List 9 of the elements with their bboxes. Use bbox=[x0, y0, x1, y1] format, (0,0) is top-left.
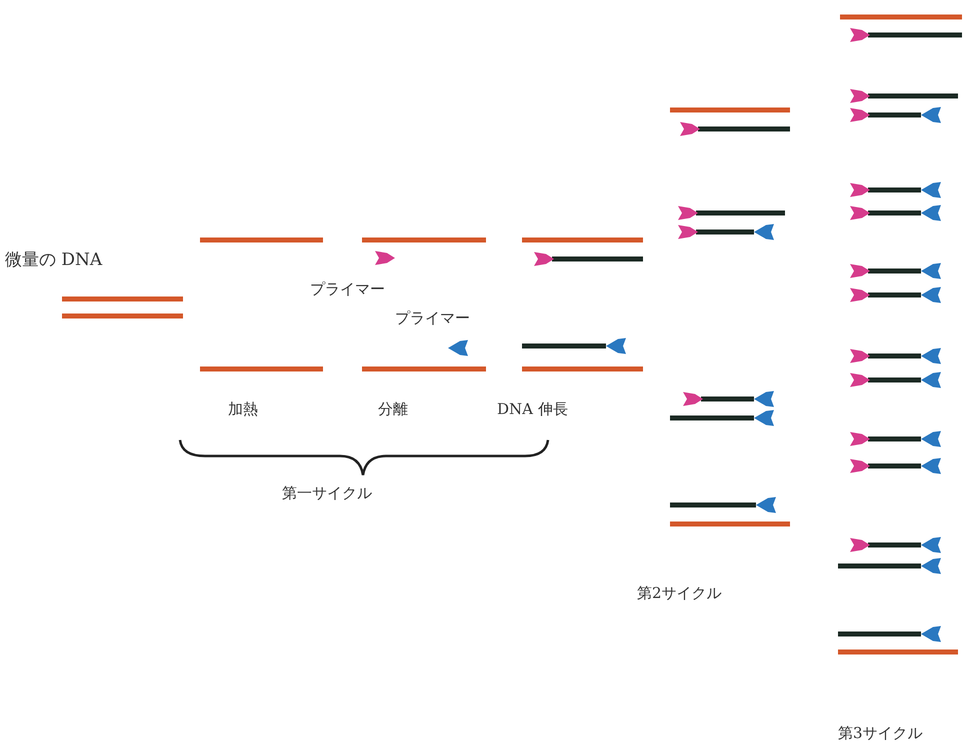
step-label: DNA 伸長 bbox=[497, 400, 568, 418]
step-label: 分離 bbox=[378, 400, 408, 418]
step-label: 加熱 bbox=[228, 400, 258, 418]
primer-label: プライマー bbox=[310, 280, 385, 298]
cycle-label: 第一サイクル bbox=[282, 484, 372, 502]
cycle-label: 第3サイクル bbox=[838, 724, 923, 742]
primer-label: プライマー bbox=[395, 309, 470, 327]
cycle-label: 第2サイクル bbox=[637, 584, 722, 602]
sample-label: 微量の DNA bbox=[5, 250, 102, 270]
